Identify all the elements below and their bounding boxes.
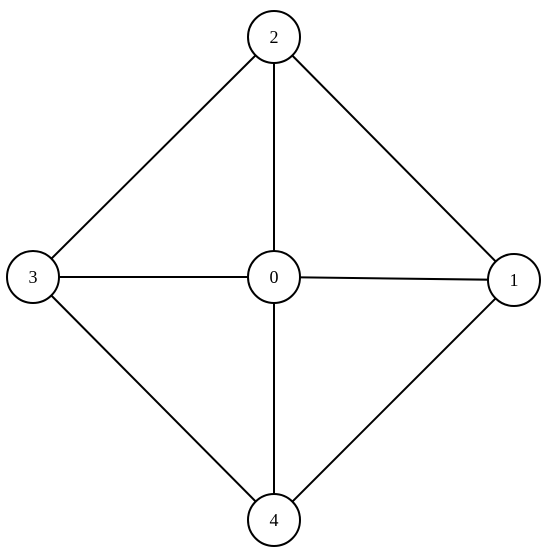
- edge-3-4: [32, 276, 275, 521]
- node-circle: [247, 493, 301, 547]
- node-circle: [247, 250, 301, 304]
- node-label: 0: [270, 267, 279, 287]
- node-circle: [6, 250, 60, 304]
- edge-2-1: [273, 36, 515, 281]
- edge-1-4: [273, 279, 515, 521]
- node-label: 1: [510, 270, 519, 290]
- node-1: 1: [487, 253, 541, 307]
- node-label: 2: [270, 27, 279, 47]
- node-label: 3: [29, 267, 38, 287]
- node-2: 2: [247, 10, 301, 64]
- node-label: 4: [270, 510, 279, 530]
- node-circle: [487, 253, 541, 307]
- edges-layer: [32, 36, 515, 521]
- nodes-layer: 0 1 2 3 4: [6, 10, 541, 547]
- edge-2-3: [32, 36, 275, 278]
- node-4: 4: [247, 493, 301, 547]
- node-0: 0: [247, 250, 301, 304]
- node-circle: [247, 10, 301, 64]
- node-3: 3: [6, 250, 60, 304]
- edge-0-1: [273, 276, 515, 281]
